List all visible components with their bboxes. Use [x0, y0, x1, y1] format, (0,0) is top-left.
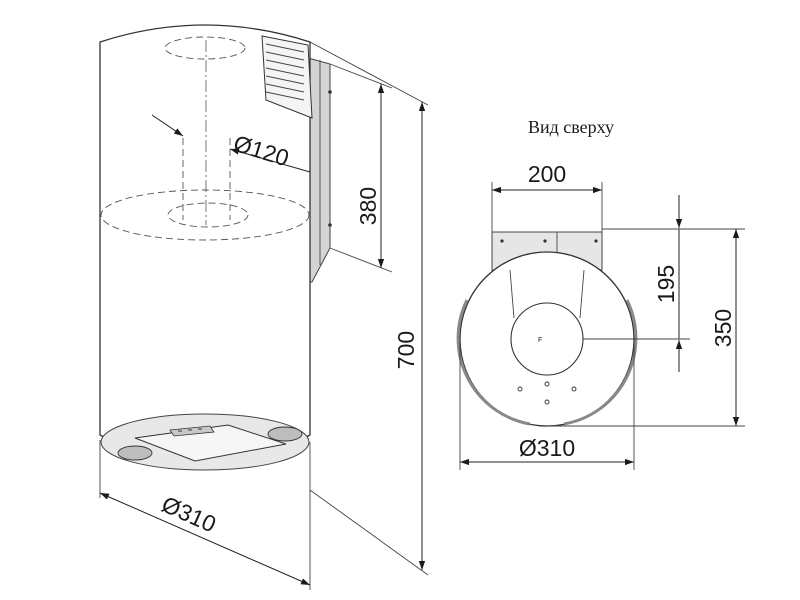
- top-view: Вид сверху F: [456, 117, 745, 470]
- bottom-light-right: [267, 426, 303, 442]
- vent-grille: [261, 35, 313, 119]
- dim-diameter-label: Ø310: [519, 435, 575, 461]
- bottom-panel: [100, 413, 310, 471]
- wall-bracket: [307, 57, 332, 283]
- side-view: Ø120 380 700 Ø310: [99, 24, 429, 590]
- inner-ring: [167, 202, 249, 228]
- dim-bracket-height: 380: [329, 63, 393, 273]
- dim-bracket-height-label: 380: [355, 187, 381, 225]
- dim-depth-label: 350: [710, 309, 736, 347]
- top-center-mark: F: [538, 337, 542, 344]
- dim-bracket-depth-label: 195: [653, 265, 679, 303]
- dim-body-diameter-label: Ø310: [158, 491, 220, 538]
- dim-bracket-width: 200: [491, 161, 603, 232]
- dim-total-height: 700: [309, 41, 429, 576]
- bottom-light-left: [117, 445, 153, 461]
- dim-bracket-depth: 195: [583, 195, 745, 372]
- dim-total-height-label: 700: [393, 331, 419, 369]
- mid-ring: [100, 189, 310, 241]
- top-duct-circle: [510, 302, 584, 376]
- dim-bracket-width-label: 200: [528, 161, 566, 187]
- top-view-title: Вид сверху: [528, 117, 614, 137]
- top-outlet: [164, 36, 246, 60]
- dim-depth: 350: [547, 229, 745, 427]
- dim-diameter: Ø310: [459, 339, 635, 470]
